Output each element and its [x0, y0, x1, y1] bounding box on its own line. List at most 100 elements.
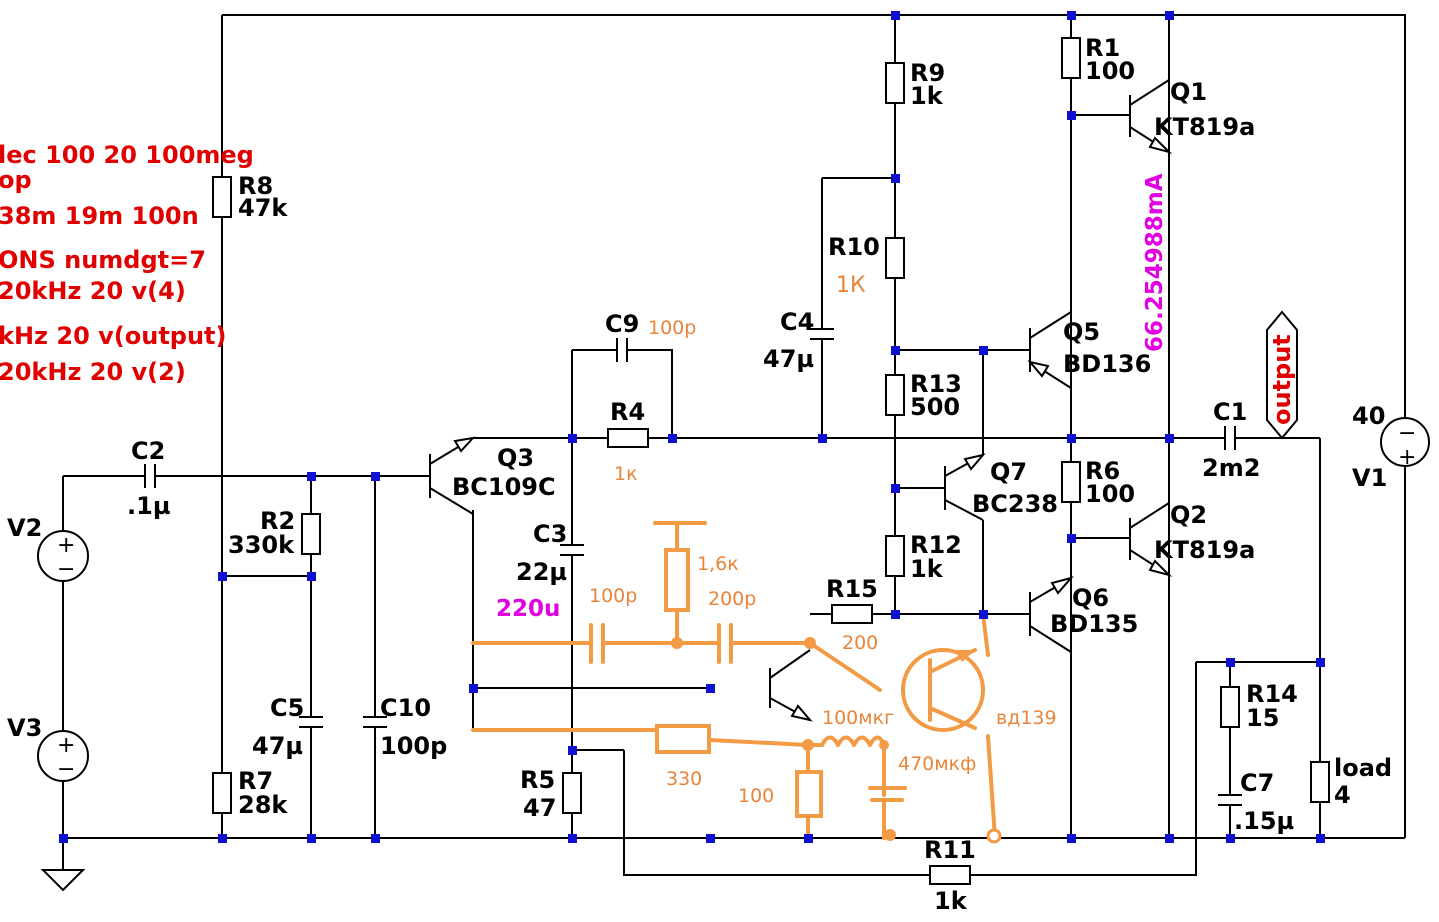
q2-value: KT819a — [1154, 536, 1255, 564]
r4-body[interactable] — [607, 428, 649, 448]
r7-body[interactable] — [212, 772, 232, 814]
q3-value: BC109C — [452, 473, 556, 501]
r13-value: 500 — [910, 393, 960, 421]
svg-text:−: − — [57, 557, 75, 582]
mod-c-right-value: 200p — [708, 588, 756, 610]
r7-ref: R7 — [238, 767, 273, 795]
sketch-overlay — [410, 186, 1002, 844]
q3-ref: Q3 — [497, 444, 534, 472]
q7-ref: Q7 — [990, 458, 1027, 486]
c9-ref: C9 — [605, 310, 639, 338]
v1-value: 40 — [1352, 402, 1385, 430]
q1-ref: Q1 — [1170, 78, 1207, 106]
r6-value: 100 — [1085, 480, 1135, 508]
r12-ref: R12 — [910, 531, 962, 559]
svg-text:+: + — [57, 733, 75, 758]
r9-body[interactable] — [885, 62, 905, 104]
q5-value: BD136 — [1063, 350, 1151, 378]
c4-ref: C4 — [780, 308, 814, 336]
mod-c-left-value: 100p — [589, 585, 637, 607]
r14-body[interactable] — [1220, 686, 1240, 728]
r10-body[interactable] — [885, 237, 905, 279]
load-value: 4 — [1334, 781, 1351, 809]
annotations: 66.254988mA 220u 1,6к 100p 200p 100мкг в… — [496, 173, 1168, 807]
c1-ref: C1 — [1213, 398, 1247, 426]
svg-text:−: − — [1398, 421, 1416, 446]
c1-value: 2m2 — [1202, 454, 1260, 482]
v3-ref: V3 — [7, 714, 42, 742]
r11-body[interactable] — [929, 865, 971, 885]
v1-symbol[interactable] — [1380, 417, 1430, 467]
c2-value: .1µ — [127, 492, 170, 520]
q1-value: KT819a — [1154, 113, 1255, 141]
current-readout: 66.254988mA — [1142, 173, 1168, 352]
r8-body[interactable] — [212, 176, 232, 218]
r12-body[interactable] — [885, 535, 905, 577]
directive-2: op — [0, 166, 32, 194]
r4-ref: R4 — [610, 398, 645, 426]
r11-ref: R11 — [924, 836, 976, 864]
r7-value: 28k — [238, 791, 288, 819]
r9-value: 1k — [910, 82, 944, 110]
r8-ref: R8 — [238, 172, 273, 200]
q7-value: BC238 — [972, 490, 1058, 518]
q6-ref: Q6 — [1072, 584, 1109, 612]
c7-value: .15µ — [1234, 807, 1294, 835]
wires — [62, 14, 1406, 876]
c5-value: 47µ — [252, 732, 303, 760]
mod-resistor-330 — [655, 724, 711, 754]
directive-3: 38m 19m 100n — [0, 202, 199, 230]
r9-ref: R9 — [910, 59, 945, 87]
mod-transistor-value: вд139 — [996, 707, 1057, 729]
r1-ref: R1 — [1085, 34, 1120, 62]
r13-body[interactable] — [885, 374, 905, 416]
resistors — [212, 37, 1330, 885]
r2-ref: R2 — [260, 507, 295, 535]
v2-symbol[interactable] — [37, 530, 89, 582]
v1-ref: V1 — [1352, 464, 1387, 492]
r10-ref: R10 — [828, 233, 880, 261]
c2-ref: C2 — [131, 437, 165, 465]
mod-c-bottom-value: 470мкф — [898, 753, 976, 775]
c3-mod-value: 220u — [496, 596, 560, 622]
r6-body[interactable] — [1061, 461, 1081, 503]
output-flag — [1266, 310, 1298, 440]
mod-r100-value: 100 — [738, 785, 774, 807]
mod-resistor-1k6 — [664, 548, 690, 612]
mod-r330-value: 330 — [666, 768, 702, 790]
r15-body[interactable] — [831, 604, 873, 624]
c10-ref: C10 — [380, 694, 431, 722]
directive-5: 20kHz 20 v(4) — [0, 277, 186, 305]
transistors — [429, 79, 1173, 722]
svg-text:+: + — [1398, 445, 1416, 470]
svg-text:+: + — [57, 533, 75, 558]
r12-value: 1k — [910, 555, 944, 583]
load-body[interactable] — [1310, 761, 1330, 803]
directive-1: lec 100 20 100meg — [0, 141, 254, 169]
r5-body[interactable] — [562, 772, 582, 814]
spice-directives: lec 100 20 100meg op 38m 19m 100n ONS nu… — [0, 141, 254, 386]
r1-body[interactable] — [1061, 37, 1081, 79]
output-flag-label: output — [1268, 334, 1296, 425]
capacitors — [144, 328, 1244, 806]
mod-resistor-100 — [795, 770, 823, 818]
c5-ref: C5 — [270, 694, 304, 722]
directive-7: 20kHz 20 v(2) — [0, 358, 186, 386]
junctions — [59, 11, 1325, 843]
r5-value: 47 — [523, 794, 556, 822]
q2-ref: Q2 — [1170, 501, 1207, 529]
directive-4: ONS numdgt=7 — [0, 246, 206, 274]
r2-body[interactable] — [301, 513, 321, 555]
c10-value: 100p — [380, 732, 447, 760]
r14-value: 15 — [1246, 704, 1279, 732]
c7-ref: C7 — [1240, 769, 1274, 797]
r5-ref: R5 — [520, 766, 555, 794]
mod-l-value: 100мкг — [822, 707, 894, 729]
c9-value: 100p — [648, 317, 696, 339]
v3-symbol[interactable] — [37, 730, 89, 782]
c3-ref: C3 — [533, 520, 567, 548]
r15-ref: R15 — [826, 575, 878, 603]
q5-ref: Q5 — [1063, 318, 1100, 346]
r8-value: 47k — [238, 194, 288, 222]
